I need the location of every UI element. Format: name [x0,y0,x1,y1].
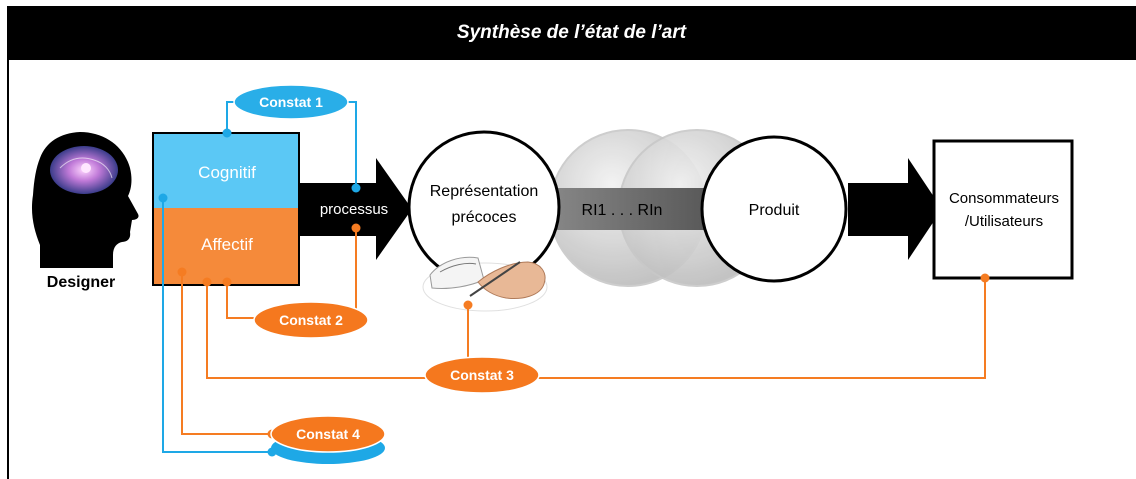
sketch-hand-icon [422,256,548,312]
constat-2-badge [253,301,369,339]
consumers-line2: /Utilisateurs [965,213,1043,230]
constat-3-badge [424,356,540,394]
cognitive-label: Cognitif [198,163,256,182]
iteration-band [540,188,720,230]
designer-head-icon [31,132,139,268]
title-bar: Synthèse de l’état de l’art [7,6,1136,60]
constat-4-badge [270,415,386,453]
connector-dots [158,128,990,457]
constat-1-badge [233,84,349,120]
constat-4-label: Constat 4 [296,426,360,442]
designer-label: Designer [47,274,115,291]
consumers-box [932,139,1074,280]
constat-2-label: Constat 2 [279,312,343,328]
constat-3-label: Constat 3 [450,367,514,383]
representation-line1: Représentation [430,183,539,200]
product-circle [700,135,848,283]
iteration-label: RI1 . . . RIn [582,202,663,219]
cognitive-affective-box [152,132,300,286]
process-label: processus [320,201,388,218]
delivery-arrow [848,158,942,260]
representation-line2: précoces [452,209,517,226]
page-title: Synthèse de l’état de l’art [456,22,687,43]
product-label: Produit [749,202,800,219]
constat-1-label: Constat 1 [259,94,323,110]
representation-circle [407,130,561,284]
affective-label: Affectif [201,235,253,254]
frame-left-border [7,60,9,479]
consumers-line1: Consommateurs [949,190,1059,207]
process-arrow [295,158,412,260]
